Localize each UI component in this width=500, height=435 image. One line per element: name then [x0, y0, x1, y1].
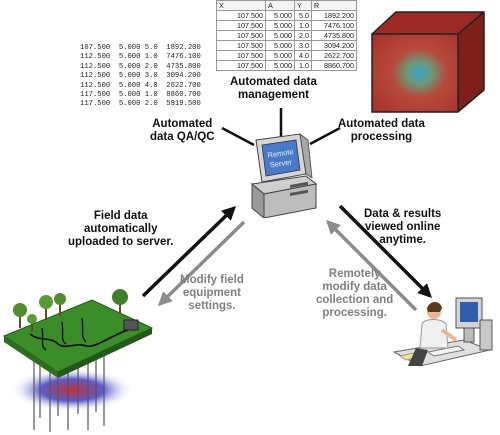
table-cell: 5.0	[294, 10, 312, 21]
table-cell: 7476.100	[311, 20, 357, 31]
table-header-cell: R	[311, 0, 357, 11]
table-cell: 5.000	[265, 60, 295, 71]
table-header-cell: X	[216, 0, 266, 11]
table-cell: 4735.800	[311, 30, 357, 41]
table-cell: 5.000	[265, 10, 295, 21]
table-cell: 5.000	[265, 30, 295, 41]
label-data-qaqc: Automated data QA/QC	[150, 118, 215, 143]
connector-processing	[309, 126, 341, 146]
table-cell: 1.0	[294, 20, 312, 31]
table-cell: 4.0	[294, 50, 312, 61]
label-field-upload: Field data automatically uploaded to ser…	[68, 210, 174, 248]
arrow-upload	[141, 206, 237, 298]
connector-qaqc	[221, 126, 255, 147]
table-cell: 8860.700	[311, 60, 357, 71]
raw-data-line: 112.500 5.000 2.0 4735.800	[80, 62, 201, 71]
table-cell: 1.0	[294, 60, 312, 71]
raw-data-line: 117.500 5.000 2.0 5919.500	[80, 100, 201, 109]
processed-data-block	[371, 11, 485, 113]
table-cell: 2.0	[294, 30, 312, 41]
label-remote-modify: Remotely modify data collection and proc…	[316, 268, 394, 319]
table-cell: 107.500	[216, 50, 266, 61]
arrow-view-online	[338, 204, 432, 298]
table-cell: 2622.700	[311, 50, 357, 61]
table-cell: 5.000	[265, 20, 295, 31]
table-cell: 5.000	[265, 40, 295, 51]
server-screen-line-1: Remote	[267, 147, 294, 160]
table-cell: 107.500	[216, 10, 266, 21]
table-cell: 1892.200	[311, 10, 357, 21]
table-cell: 3094.200	[311, 40, 357, 51]
table-cell: 3.0	[294, 40, 312, 51]
label-view-online: Data & results viewed online anytime.	[364, 208, 442, 246]
raw-data-line: 107.500 5.000 5.0 1892.200	[80, 44, 201, 52]
table-cell: 107.500	[216, 60, 266, 71]
table-cell: 107.500	[216, 20, 266, 31]
label-data-management: Automated data management	[230, 76, 317, 101]
raw-data-line: 112.500 5.000 1.0 7476.100	[80, 53, 201, 62]
arrow-remote-modify	[326, 220, 418, 312]
raw-data-line: 112.500 5.000 4.0 2622.700	[80, 81, 201, 90]
label-modify-field: Modify field equipment settings.	[180, 274, 244, 312]
remote-user-workstation	[392, 297, 493, 367]
raw-data-line: 112.500 5.000 3.0 3094.200	[80, 72, 201, 81]
table-cell: 107.500	[216, 30, 266, 41]
table-cell: 107.500	[216, 40, 266, 51]
field-site	[2, 289, 154, 432]
arrow-modify-field	[157, 220, 246, 306]
table-cell: 5.000	[265, 50, 295, 61]
server-screen-line-2: Server	[269, 157, 293, 169]
table-header-cell: A	[265, 0, 295, 11]
remote-server-computer: Remote Server	[250, 133, 318, 218]
table-header-cell: Y	[294, 0, 312, 11]
label-data-processing: Automated data processing	[338, 118, 425, 143]
raw-data-line: 117.500 5.000 1.0 8860.700	[80, 91, 201, 100]
